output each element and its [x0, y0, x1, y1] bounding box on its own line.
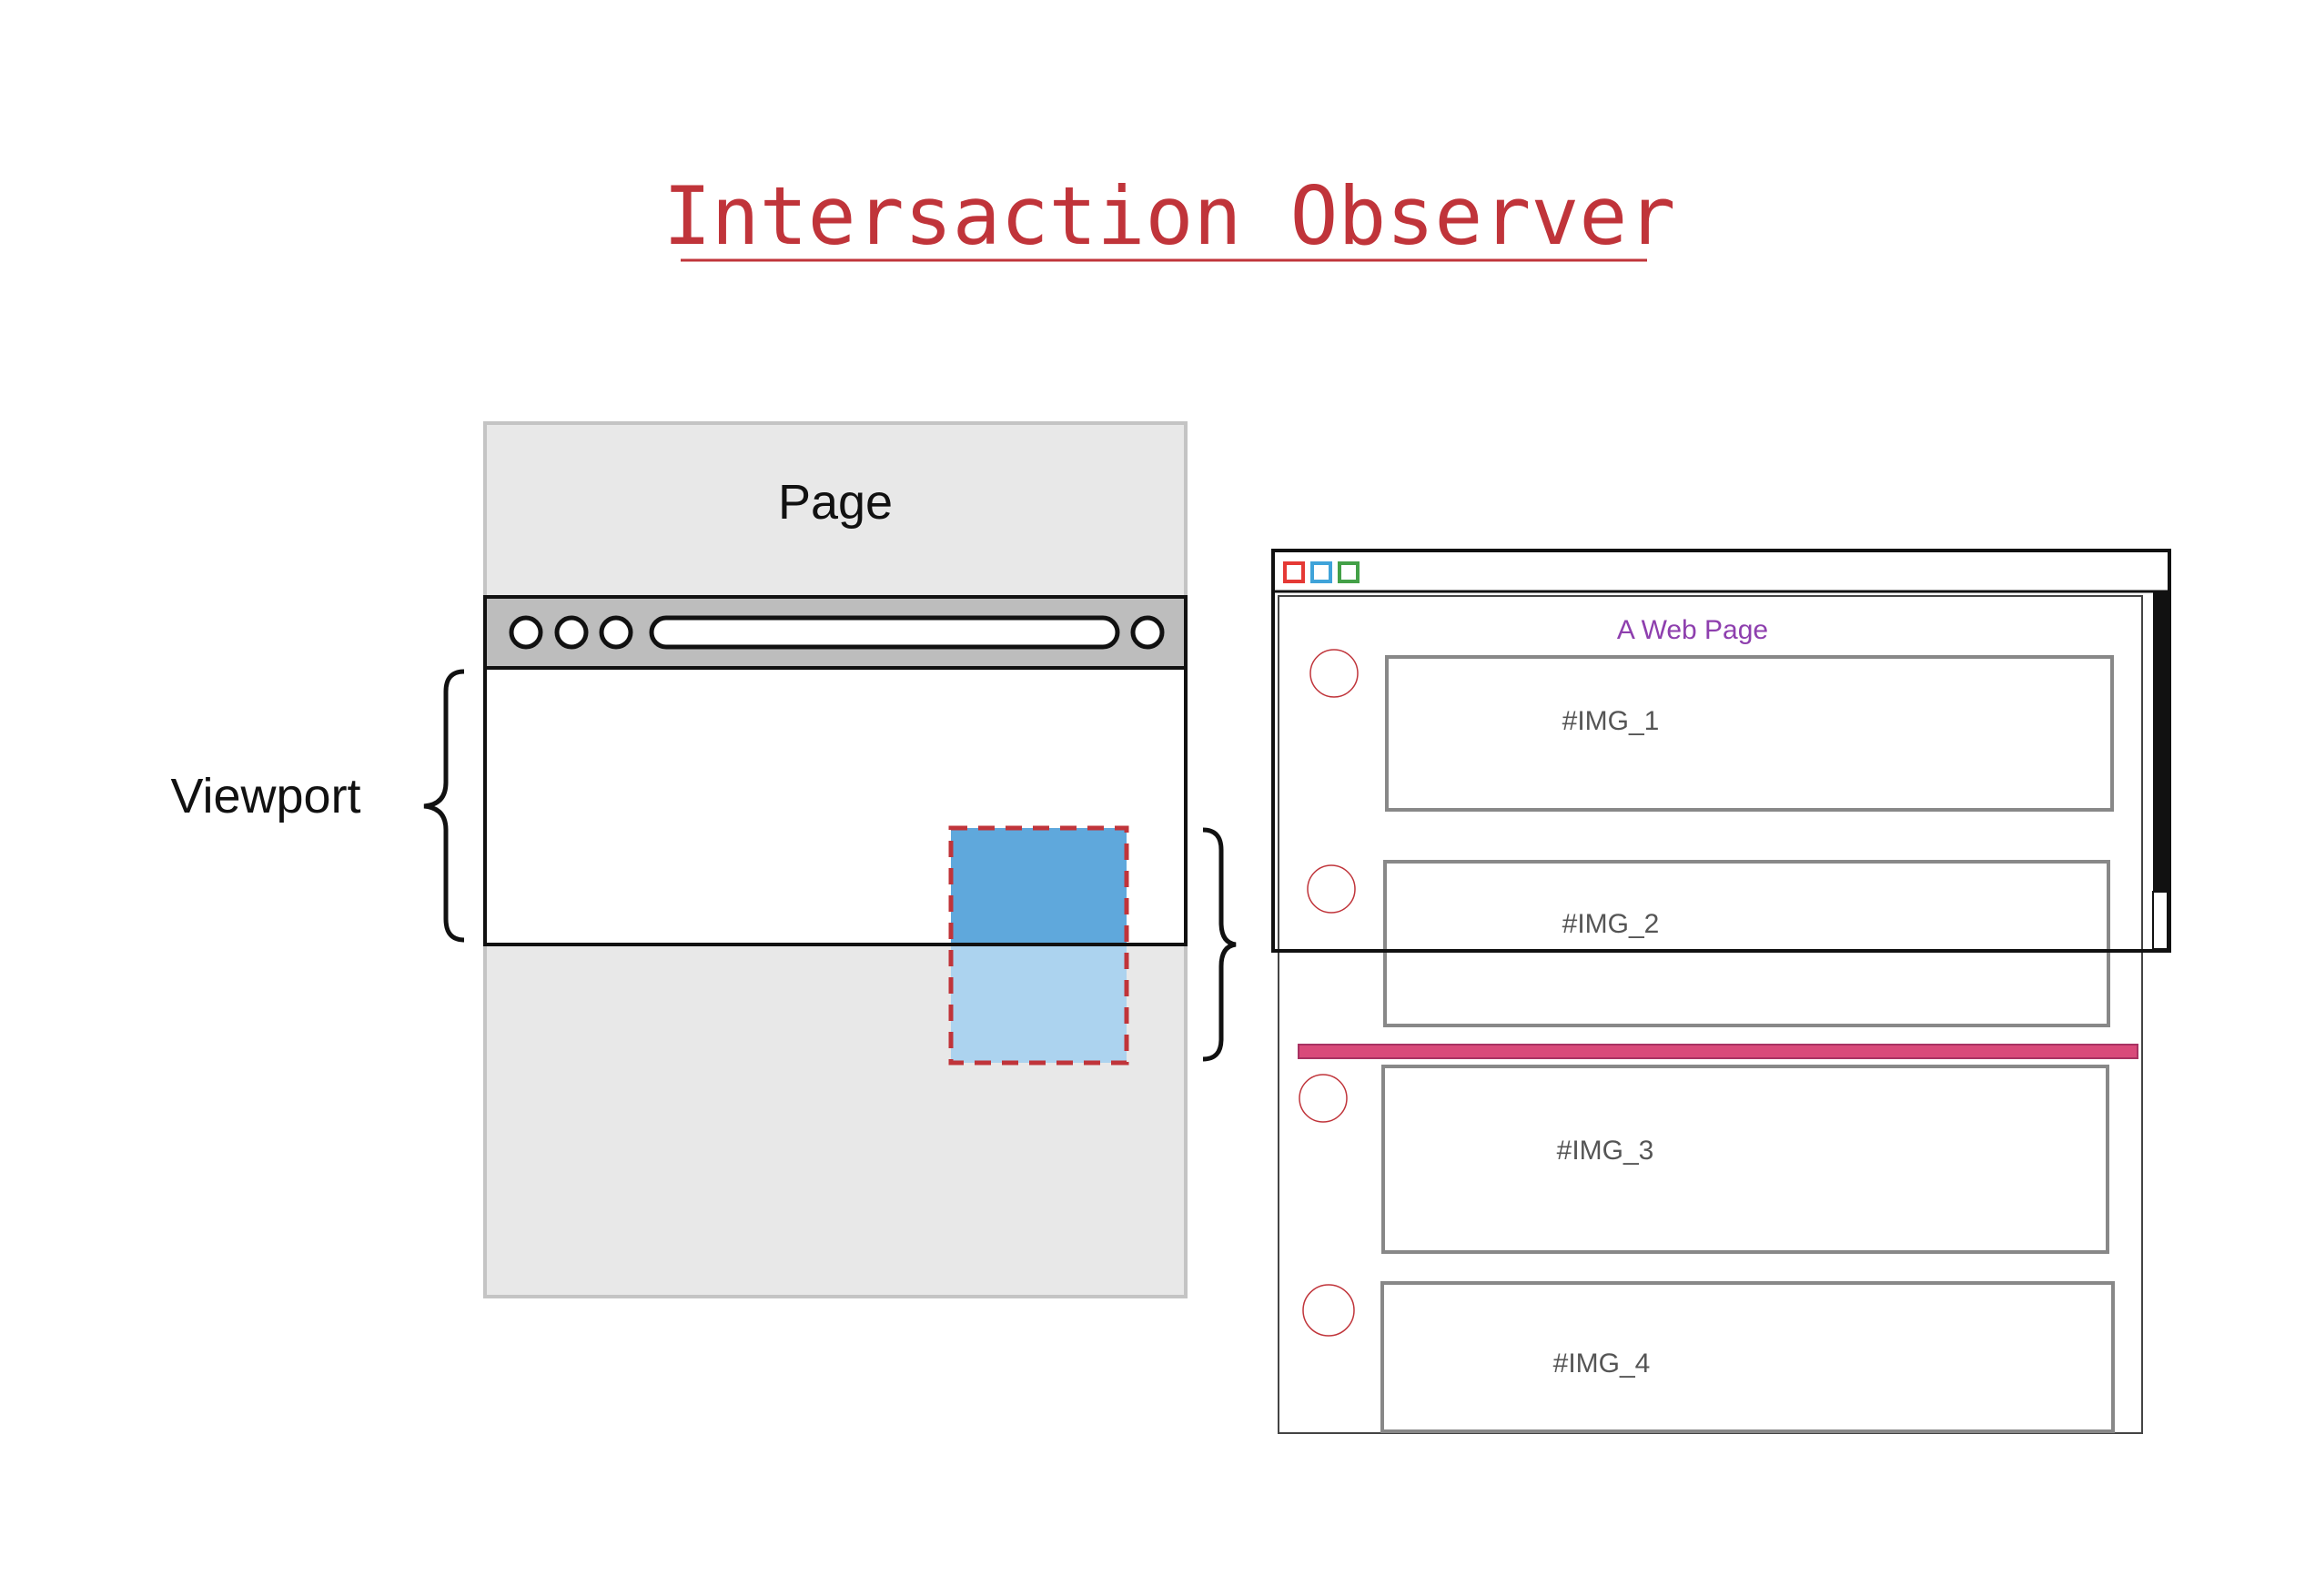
viewport-brace: [423, 669, 465, 943]
toolbar-menu-dot-icon: [1130, 615, 1165, 650]
image-label: #IMG_3: [1557, 1136, 1654, 1166]
image-box: [1380, 1281, 2115, 1433]
scrollbar-track[interactable]: [2152, 891, 2168, 950]
toolbar-dot-icon: [599, 615, 633, 650]
image-label: #IMG_2: [1562, 909, 1660, 939]
page-label: Page: [778, 475, 893, 530]
slide-title: Intersaction Observer: [663, 169, 1676, 263]
web-page-heading: A Web Page: [1617, 615, 1768, 645]
target-element-in-view: [951, 828, 1127, 944]
page-diagram: Page Viewport: [170, 421, 1237, 1298]
image-marker-icon: [1309, 649, 1359, 698]
minimize-button-icon: [1310, 561, 1332, 583]
target-element-out-of-view: [951, 944, 1127, 1063]
image-marker-icon: [1307, 864, 1356, 914]
target-element-outline: [948, 825, 1129, 1066]
close-button-icon: [1283, 561, 1305, 583]
maximize-button-icon: [1338, 561, 1360, 583]
image-label: #IMG_1: [1562, 706, 1660, 736]
toolbar-dot-icon: [509, 615, 543, 650]
image-box: [1385, 655, 2114, 812]
viewport-label: Viewport: [170, 769, 360, 823]
target-brace: [1202, 827, 1237, 1062]
image-marker-icon: [1299, 1074, 1348, 1123]
intersection-threshold-line: [1298, 1044, 2138, 1059]
image-box: [1383, 860, 2110, 1027]
toolbar-dot-icon: [554, 615, 589, 650]
web-page-diagram: A Web Page #IMG_1 #IMG_2 #IMG_3 #IMG_4: [1271, 549, 2171, 1434]
image-marker-icon: [1302, 1284, 1355, 1337]
image-box: [1381, 1065, 2109, 1254]
scrollbar-thumb[interactable]: [2153, 591, 2168, 892]
image-label: #IMG_4: [1553, 1349, 1651, 1379]
address-bar: [649, 615, 1120, 650]
